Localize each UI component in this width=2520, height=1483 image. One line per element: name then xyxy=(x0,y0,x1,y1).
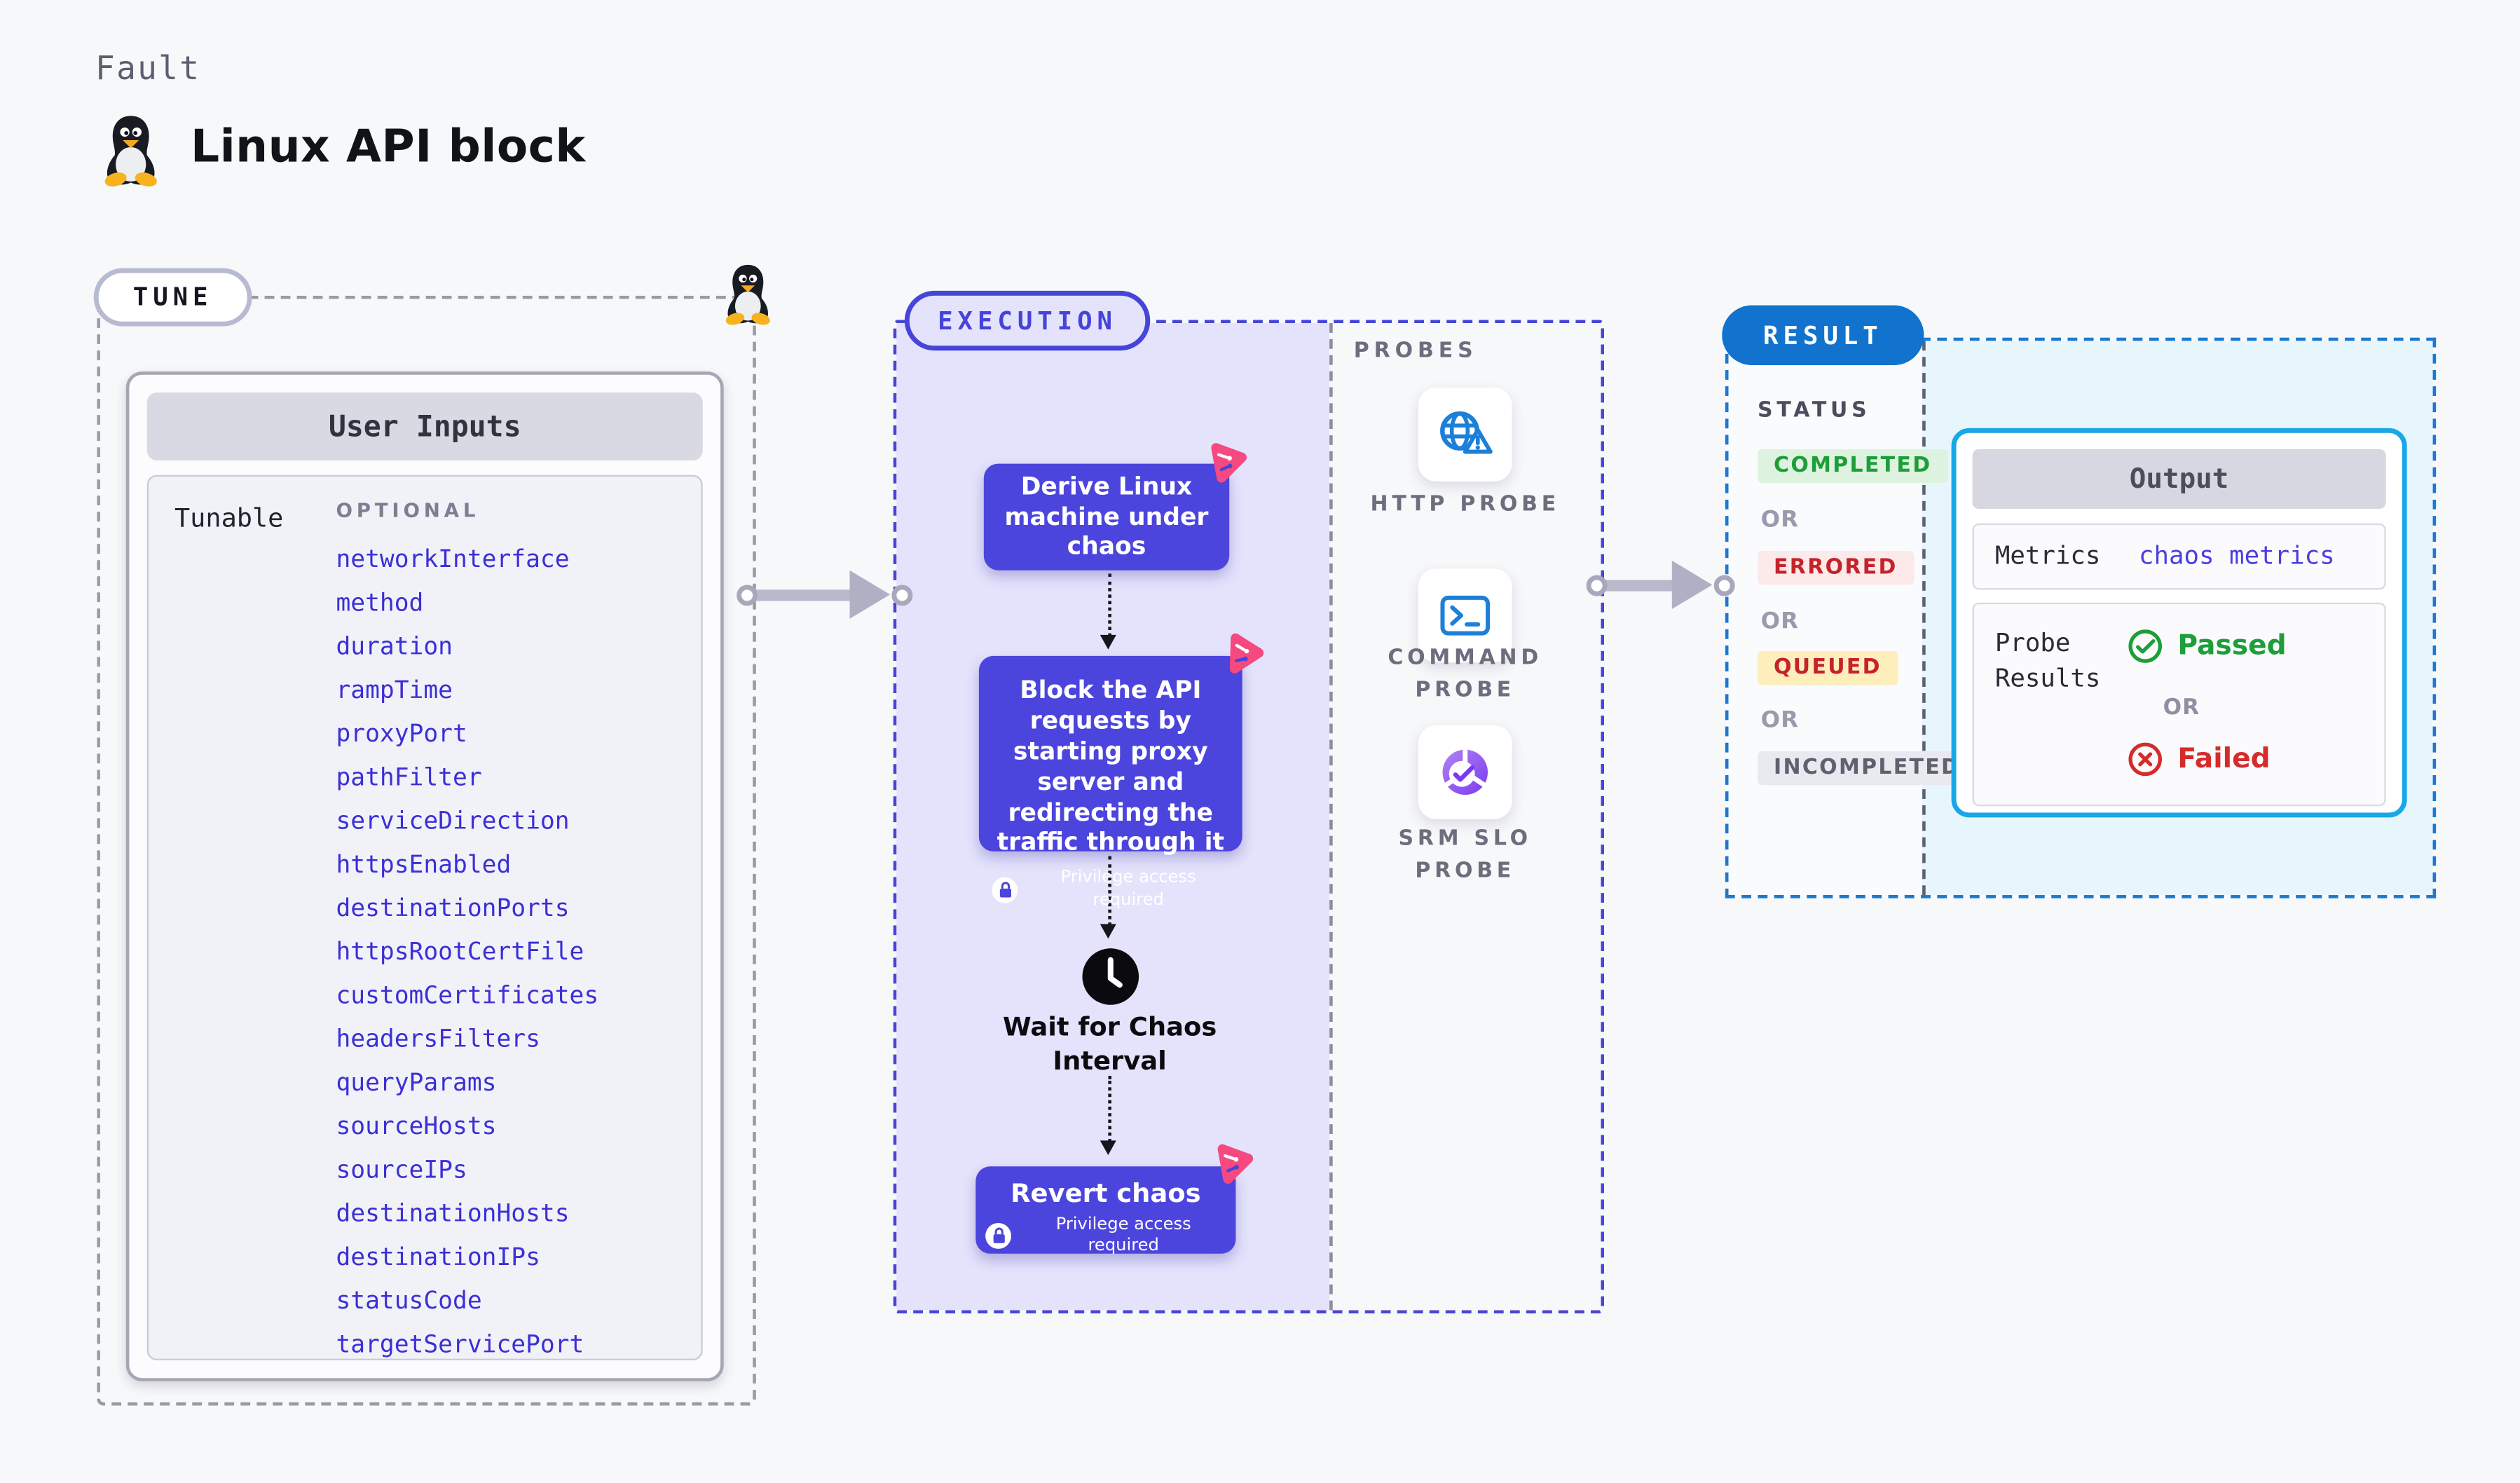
privilege-label: Privilege access required xyxy=(1055,1215,1191,1256)
optional-label: OPTIONAL xyxy=(336,499,480,522)
user-inputs-card: User Inputs Tunable OPTIONAL networkInte… xyxy=(125,371,724,1381)
param: destinationPorts xyxy=(336,893,570,923)
flow-arrow xyxy=(1100,856,1116,939)
probe-results-row: Probe Results Passed OR Failed xyxy=(1972,602,2386,807)
status-badge-errored: ERRORED xyxy=(1757,551,1914,585)
param: serviceDirection xyxy=(336,806,570,835)
param: targetServicePort xyxy=(336,1330,584,1359)
tunable-label: Tunable xyxy=(174,502,284,533)
slo-donut-check-icon xyxy=(1442,746,1488,795)
terminal-icon xyxy=(1440,595,1491,636)
tune-pill: TUNE xyxy=(93,268,252,327)
command-probe-card xyxy=(1418,568,1512,663)
tunable-params: networkInterface method duration rampTim… xyxy=(336,538,598,1367)
step-revert-chaos: Revert chaos Privilege access required xyxy=(975,1144,1254,1256)
clock-icon xyxy=(1082,948,1139,1005)
param: proxyPort xyxy=(336,718,467,749)
check-circle-icon xyxy=(2128,629,2162,663)
param: statusCode xyxy=(336,1285,482,1315)
step-derive-machine: Derive Linux machine under chaos xyxy=(983,443,1247,570)
privilege-note: Privilege access required xyxy=(992,868,1229,911)
srm-slo-probe-label: SRM SLO PROBE xyxy=(1398,827,1532,883)
probe-results-label: Probe Results xyxy=(1994,628,2101,694)
lock-icon xyxy=(985,1223,1012,1250)
or-label: OR xyxy=(1760,609,1800,635)
param: customCertificates xyxy=(336,980,599,1010)
or-label: OR xyxy=(2163,695,2200,721)
chaos-icon xyxy=(1217,1144,1254,1184)
param: sourceHosts xyxy=(336,1111,497,1141)
status-badge-incompleted: INCOMPLETED xyxy=(1757,751,1977,786)
step-block-api: Block the API requests by starting proxy… xyxy=(978,633,1264,909)
privilege-note: Privilege access required xyxy=(985,1215,1226,1258)
page-title: Linux API block xyxy=(191,119,586,173)
arrow-execution-to-result xyxy=(1586,560,1735,610)
param: queryParams xyxy=(336,1067,497,1098)
param: duration xyxy=(336,631,453,661)
http-probe-label: HTTP PROBE xyxy=(1370,493,1560,517)
output-title: Output xyxy=(1972,449,2386,510)
wait-chaos-interval-label: Wait for Chaos Interval xyxy=(1002,1011,1217,1076)
passed-label: Passed xyxy=(2177,630,2287,663)
result-pill: RESULT xyxy=(1722,305,1924,365)
metrics-row: Metrics chaos metrics xyxy=(1972,523,2386,590)
param: pathFilter xyxy=(336,763,482,792)
user-inputs-title: User Inputs xyxy=(146,392,703,460)
step-revert-label: Revert chaos xyxy=(1011,1177,1201,1209)
x-circle-icon xyxy=(2128,742,2162,777)
tux-penguin-icon xyxy=(104,116,157,187)
param: destinationIPs xyxy=(336,1242,540,1272)
tux-penguin-icon-small xyxy=(725,264,770,325)
output-card: Output Metrics chaos metrics Probe Resul… xyxy=(1951,428,2407,818)
http-probe-card xyxy=(1418,388,1512,481)
metrics-value: chaos metrics xyxy=(2138,541,2335,570)
fault-kicker: Fault xyxy=(95,48,201,88)
failed-verdict: Failed xyxy=(2128,742,2271,777)
command-probe-label: COMMAND PROBE xyxy=(1388,646,1543,702)
tune-section xyxy=(97,295,756,1406)
privilege-label: Privilege access required xyxy=(1060,868,1196,909)
param: destinationHosts xyxy=(336,1198,570,1228)
param: sourceIPs xyxy=(336,1155,467,1184)
param: networkInterface xyxy=(336,544,570,574)
probes-label: PROBES xyxy=(1353,339,1478,364)
srm-slo-probe-card xyxy=(1418,725,1512,819)
status-badge-queued: QUEUED xyxy=(1757,650,1898,685)
step-block-label: Block the API requests by starting proxy… xyxy=(997,675,1224,857)
param: httpsRootCertFile xyxy=(336,936,584,966)
chaos-icon xyxy=(1211,443,1247,483)
lock-icon xyxy=(992,876,1018,903)
user-inputs-list: Tunable OPTIONAL networkInterface method… xyxy=(146,474,703,1360)
globe-alert-icon xyxy=(1440,411,1493,454)
or-label: OR xyxy=(1760,507,1800,533)
execution-pill: EXECUTION xyxy=(904,290,1151,351)
status-label: STATUS xyxy=(1757,399,1871,423)
param: method xyxy=(336,588,424,617)
param: rampTime xyxy=(336,675,453,705)
flow-arrow xyxy=(1100,1076,1116,1156)
failed-label: Failed xyxy=(2177,743,2271,776)
metrics-label: Metrics xyxy=(1994,541,2101,570)
status-badge-completed: COMPLETED xyxy=(1757,449,1948,484)
arrow-tune-to-execution xyxy=(737,570,913,619)
param: httpsEnabled xyxy=(336,849,512,879)
passed-verdict: Passed xyxy=(2128,629,2287,664)
or-label: OR xyxy=(1760,707,1800,734)
param: headersFilters xyxy=(336,1024,540,1053)
step-derive-label: Derive Linux machine under chaos xyxy=(1004,471,1209,561)
flow-arrow xyxy=(1100,573,1116,650)
chaos-icon xyxy=(1229,633,1264,674)
